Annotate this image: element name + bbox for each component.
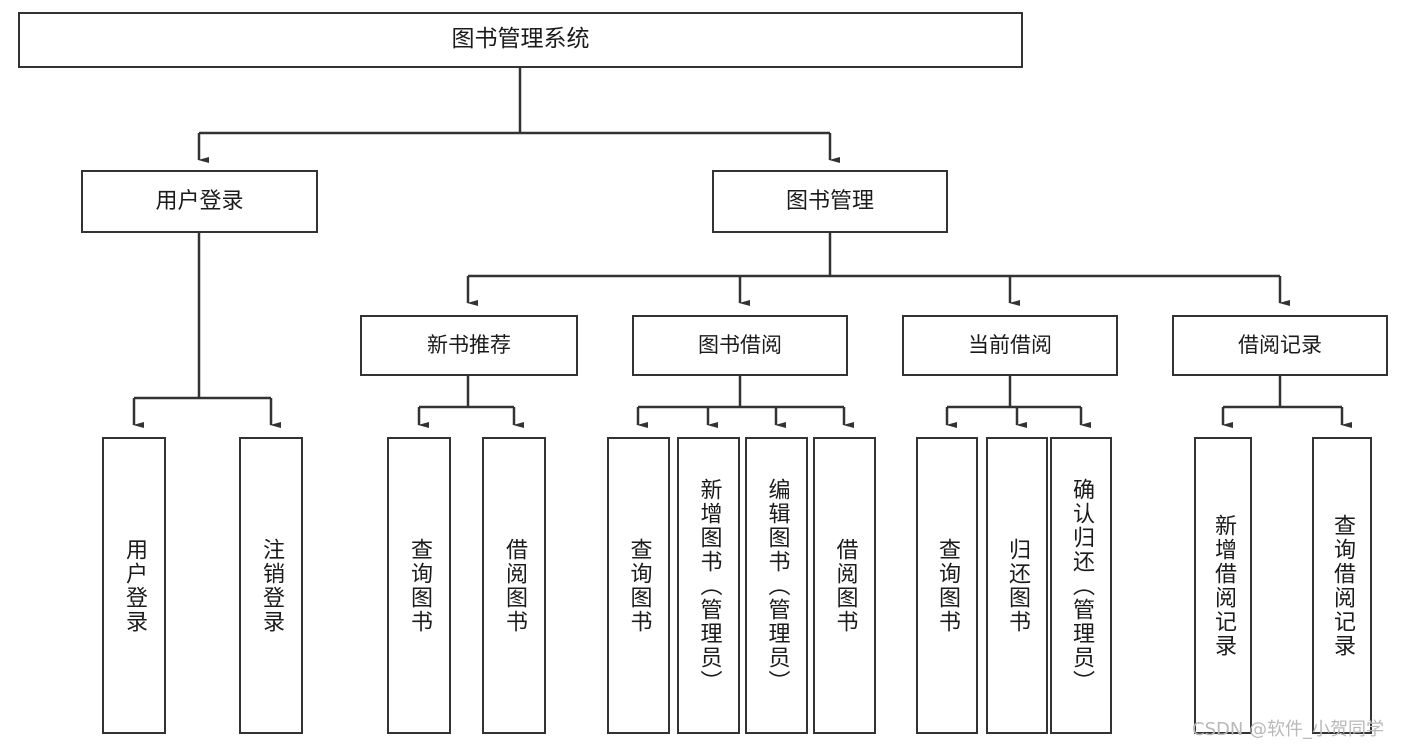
leaf-node[interactable]: 注销登录 (239, 437, 303, 734)
leaf-node[interactable]: 用户登录 (102, 437, 166, 734)
leaf-node[interactable]: 查询图书 (607, 437, 670, 734)
leaf-node[interactable]: 编辑图书（管理员） (745, 437, 808, 734)
node-label: 借阅记录 (1238, 333, 1322, 358)
node-user-login[interactable]: 用户登录 (81, 170, 318, 233)
node-borrow-record[interactable]: 借阅记录 (1172, 315, 1388, 376)
node-label: 新增图书（管理员） (696, 477, 722, 694)
leaf-node[interactable]: 新增借阅记录 (1194, 437, 1252, 734)
node-label: 图书管理系统 (451, 26, 590, 53)
node-label: 新书推荐 (427, 333, 511, 358)
node-label: 当前借阅 (968, 333, 1052, 358)
leaf-node[interactable]: 新增图书（管理员） (677, 437, 740, 734)
node-new-book-recommend[interactable]: 新书推荐 (360, 315, 578, 376)
node-label: 图书管理 (785, 188, 874, 214)
leaf-node[interactable]: 查询图书 (916, 437, 978, 734)
leaf-node[interactable]: 查询借阅记录 (1312, 437, 1372, 734)
leaf-node[interactable]: 借阅图书 (813, 437, 876, 734)
node-label: 确认归还（管理员） (1069, 477, 1094, 694)
leaf-node[interactable]: 借阅图书 (482, 437, 546, 734)
node-label: 注销登录 (259, 537, 284, 634)
watermark: CSDN @软件_小贺同学 (1192, 719, 1385, 740)
leaf-node[interactable]: 查询图书 (387, 437, 451, 734)
node-label: 查询借阅记录 (1330, 513, 1355, 658)
node-label: 新增借阅记录 (1211, 513, 1236, 658)
node-label: 查询图书 (407, 537, 432, 634)
node-book-management[interactable]: 图书管理 (712, 170, 948, 233)
node-label: 借阅图书 (502, 537, 527, 634)
leaf-node[interactable]: 确认归还（管理员） (1050, 437, 1112, 734)
node-label: 用户登录 (155, 188, 244, 214)
node-label: 编辑图书（管理员） (764, 477, 790, 694)
node-label: 图书借阅 (698, 333, 782, 358)
node-current-borrow[interactable]: 当前借阅 (902, 315, 1118, 376)
node-book-borrow[interactable]: 图书借阅 (632, 315, 848, 376)
node-root[interactable]: 图书管理系统 (18, 12, 1023, 68)
leaf-node[interactable]: 归还图书 (986, 437, 1048, 734)
node-label: 归还图书 (1005, 537, 1030, 634)
node-label: 查询图书 (626, 537, 652, 634)
node-label: 查询图书 (935, 537, 960, 634)
node-label: 用户登录 (122, 537, 147, 634)
node-label: 借阅图书 (832, 537, 858, 634)
